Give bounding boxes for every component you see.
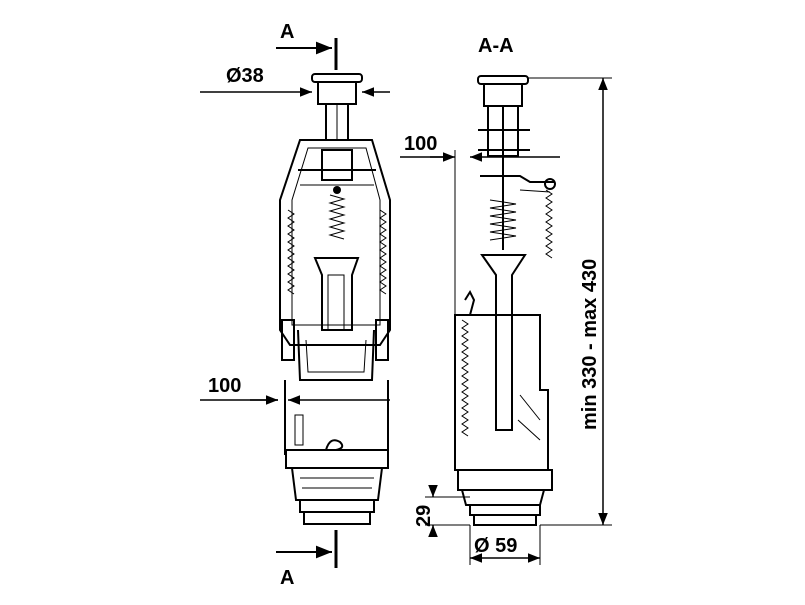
cap-diameter-label: Ø38 — [226, 65, 264, 87]
front-width-label: 100 — [208, 375, 241, 397]
section-title: A-A — [478, 35, 514, 57]
base-diameter-label: Ø 59 — [474, 535, 517, 557]
side-width-label: 100 — [404, 133, 437, 155]
section-marker-bottom: A — [280, 567, 294, 589]
front-view: A A Ø38 100 — [200, 21, 391, 589]
base-height-label: 29 — [413, 505, 435, 527]
height-range-label: min 330 - max 430 — [579, 259, 601, 430]
section-view: A-A 100 min 330 - max 430 — [400, 35, 612, 565]
section-marker-top: A — [280, 21, 294, 43]
